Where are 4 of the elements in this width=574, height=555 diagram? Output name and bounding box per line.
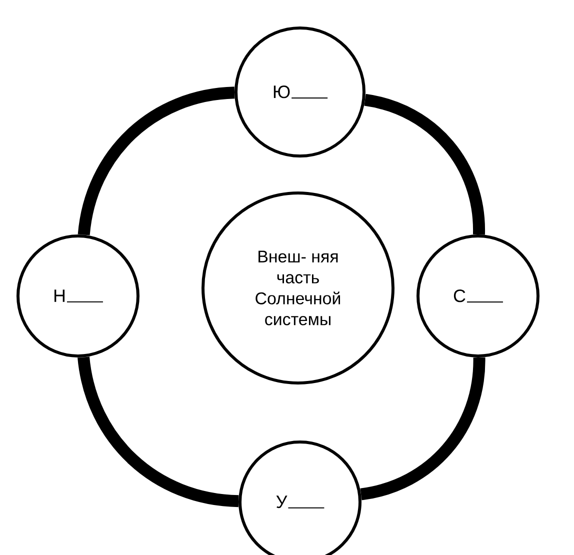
- ring-arc: [78, 356, 239, 508]
- ring-arc: [364, 94, 485, 235]
- ring-arc: [360, 357, 486, 500]
- ring-arc: [78, 86, 236, 236]
